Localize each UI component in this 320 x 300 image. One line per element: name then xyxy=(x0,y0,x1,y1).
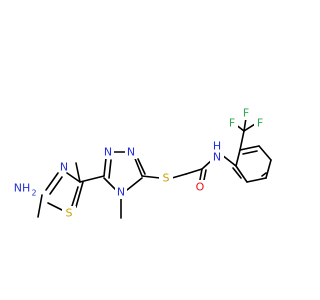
bond xyxy=(71,186,79,207)
bond xyxy=(246,177,267,183)
bond xyxy=(243,117,247,132)
label-bg xyxy=(210,139,224,163)
bond xyxy=(75,162,81,183)
atom-n-amide: N xyxy=(213,151,221,164)
atom-nh2: NH xyxy=(14,182,31,195)
bond xyxy=(265,159,272,179)
label-bg xyxy=(115,185,127,199)
bond xyxy=(258,145,272,161)
molecule-canvas: NH 2 N S N N N S O H N F F F xyxy=(14,106,272,220)
bond xyxy=(235,165,248,183)
label-bg xyxy=(125,145,137,159)
bond xyxy=(239,145,260,151)
bond xyxy=(37,194,43,218)
atom-nh2-subscript: 2 xyxy=(31,189,36,198)
label-bg xyxy=(102,145,114,159)
bond xyxy=(239,130,245,151)
bond xyxy=(66,172,81,183)
atom-h-amide: H xyxy=(213,140,221,153)
bond xyxy=(141,175,161,179)
bond xyxy=(235,149,241,167)
atom-f3: F xyxy=(243,107,249,120)
atom-f1: F xyxy=(229,117,235,130)
bond xyxy=(242,150,258,155)
bond xyxy=(137,158,146,175)
atom-n-triazole-1: N xyxy=(104,146,112,159)
label-bg xyxy=(159,171,173,185)
label-bg xyxy=(58,158,70,172)
atom-s-thiazole: S xyxy=(66,207,73,220)
label-bg xyxy=(240,106,252,120)
bond xyxy=(126,177,143,191)
bond xyxy=(171,173,187,179)
bond-layer xyxy=(37,117,272,219)
label-bg xyxy=(226,116,238,130)
bond xyxy=(75,181,84,208)
atom-f2: F xyxy=(257,117,263,130)
atom-o-carbonyl: O xyxy=(196,181,205,194)
bond xyxy=(185,168,203,175)
label-bg xyxy=(62,206,76,220)
bond xyxy=(108,159,112,179)
bond xyxy=(243,123,256,132)
bond xyxy=(261,172,267,177)
bond xyxy=(45,172,59,191)
atom-n-triazole-methyl: N xyxy=(117,186,125,199)
bond xyxy=(221,154,237,167)
label-bg xyxy=(254,116,266,130)
atom-n-thiazole: N xyxy=(60,161,68,174)
label-bg xyxy=(193,180,207,194)
bond xyxy=(79,175,105,183)
molecule-diagram: NH 2 N S N N N S O H N F F F xyxy=(14,106,272,220)
atom-s-thioether: S xyxy=(163,172,170,185)
atom-label-layer: NH 2 N S N N N S O H N F F F xyxy=(14,106,266,220)
bond xyxy=(103,177,117,191)
bond xyxy=(232,167,242,179)
atom-n-triazole-2: N xyxy=(127,146,135,159)
bond xyxy=(49,176,63,195)
bond xyxy=(133,155,143,177)
bond xyxy=(103,157,107,177)
label-bg xyxy=(14,180,40,196)
